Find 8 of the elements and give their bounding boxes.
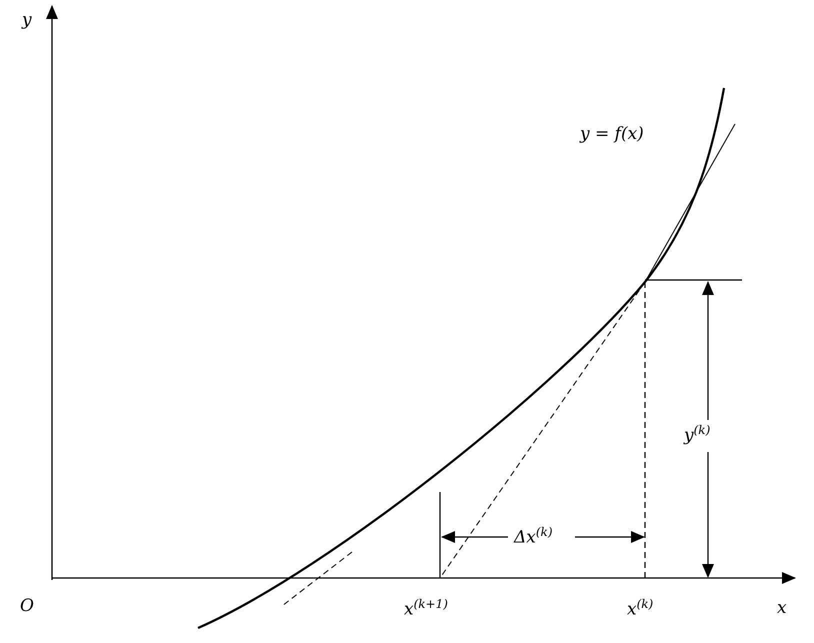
dimension-label: Δx$^{(k)}$ [514,526,553,547]
tick-label: x$^{(k)}$ [627,598,654,619]
tick-label: x$^{(k+1)}$ [404,598,448,619]
axis-label: y [22,12,32,29]
dimension-label: y$^{(k)}$ [684,424,710,445]
origin-label: O [20,598,34,615]
function-label: y = f(x) [580,126,644,143]
axis-label: x [777,600,787,617]
